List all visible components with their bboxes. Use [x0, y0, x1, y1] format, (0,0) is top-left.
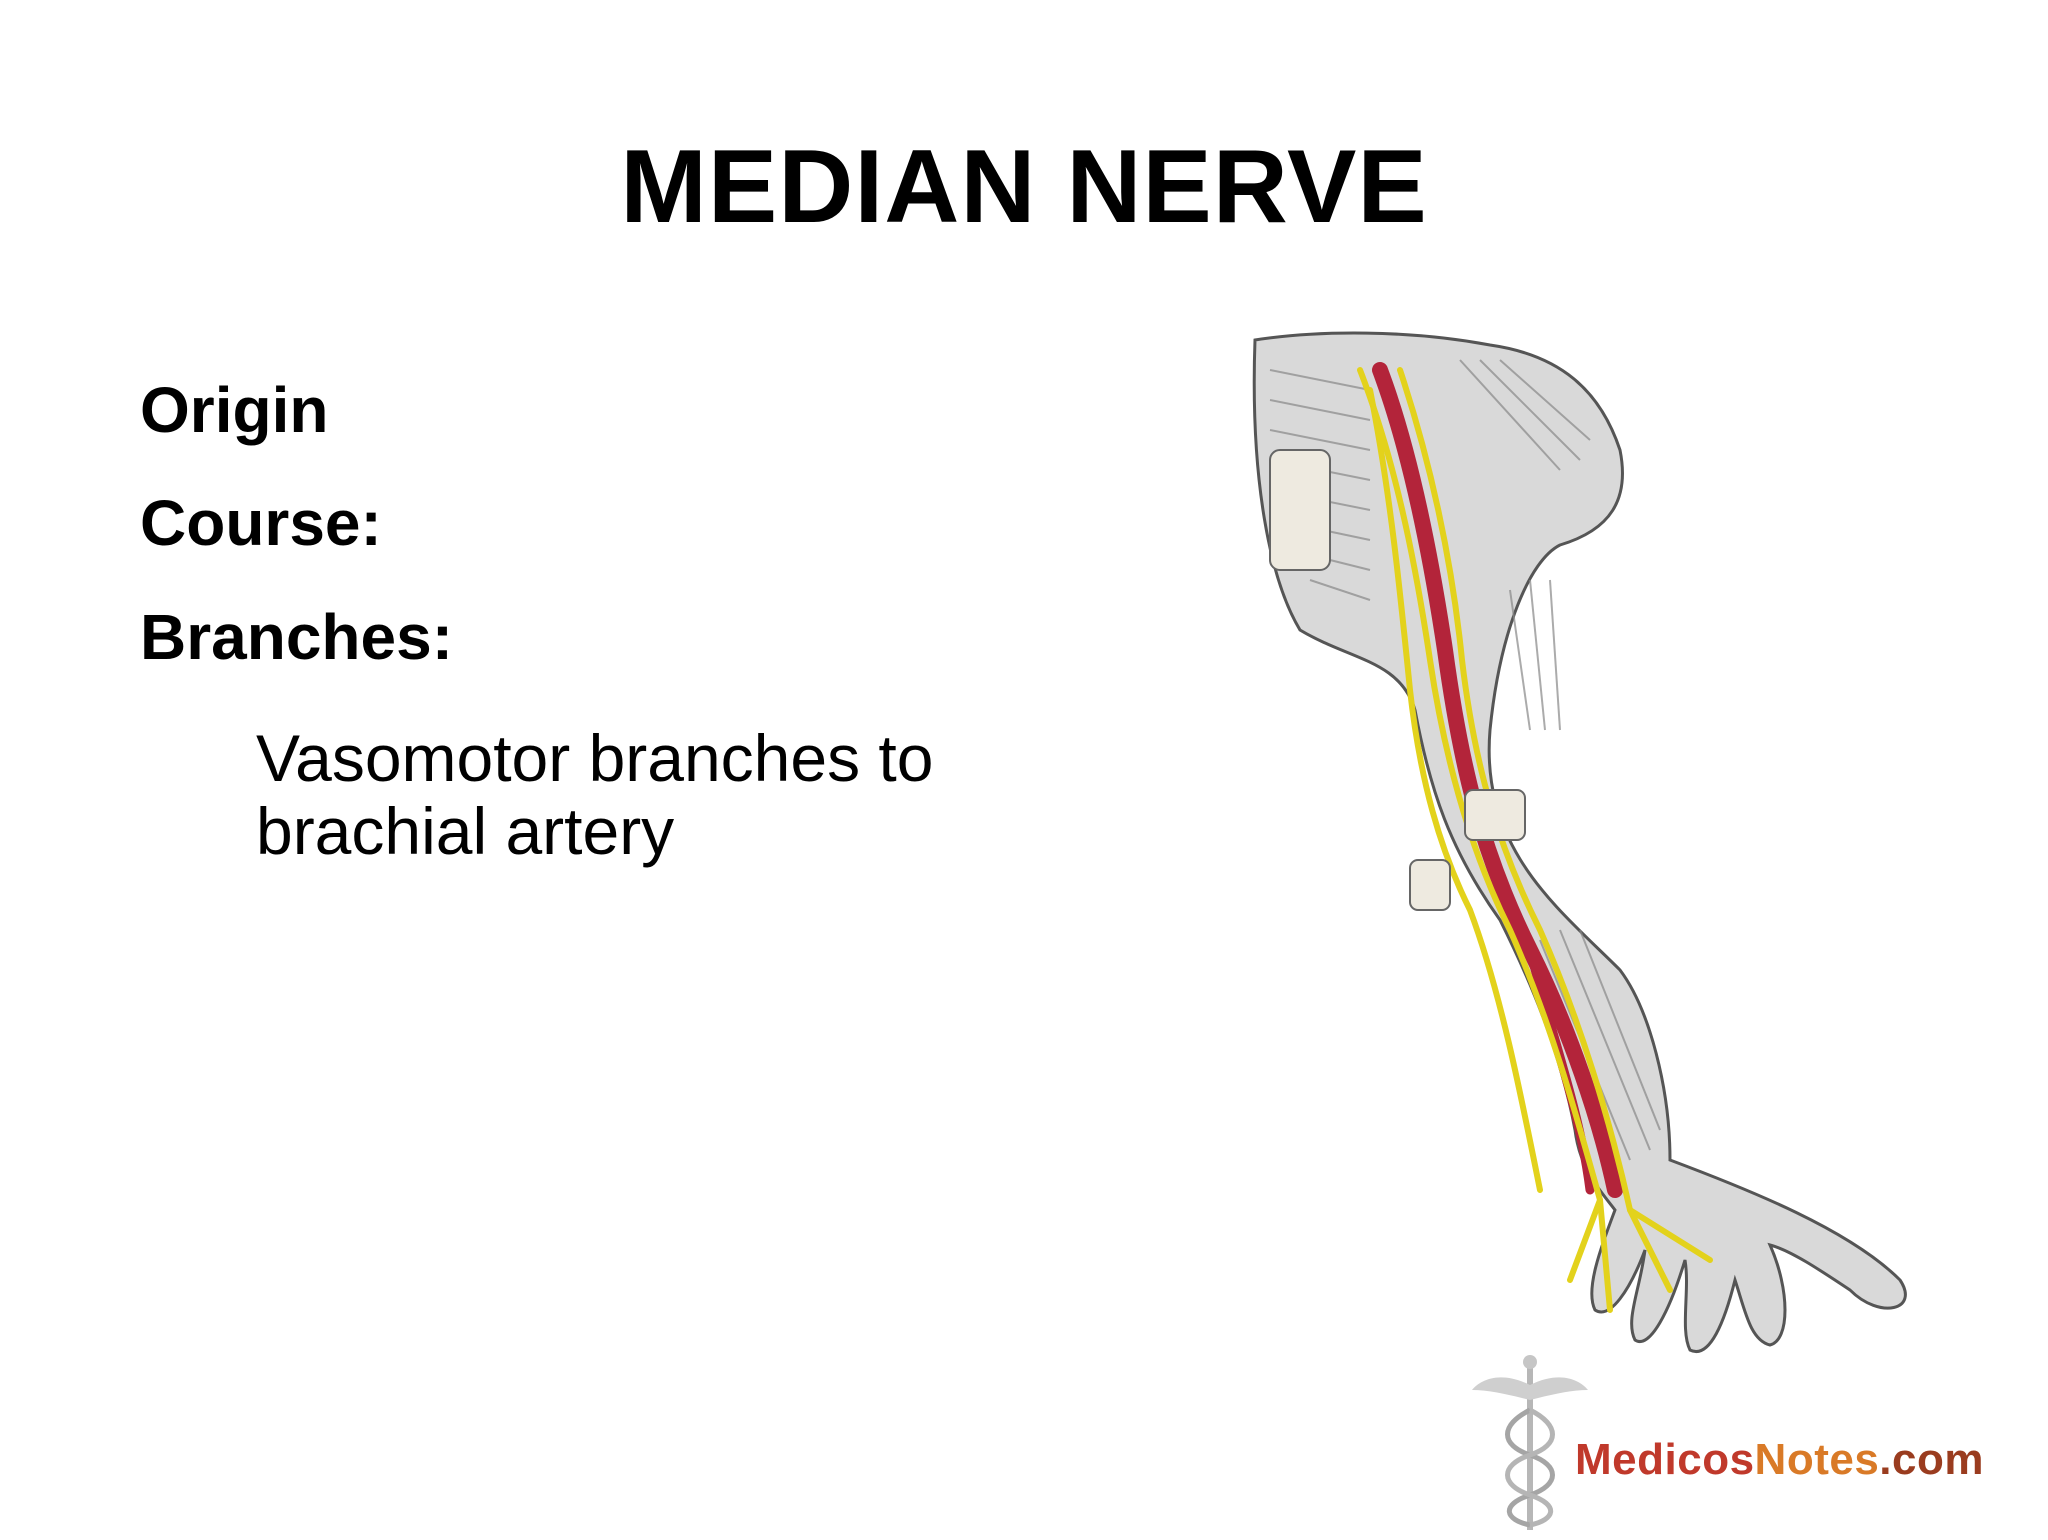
sub-bullet-vasomotor: Vasomotor branches to brachial artery [256, 721, 934, 868]
arm-anatomy-illustration [1230, 330, 1970, 1370]
logo-text-notes: Notes [1754, 1435, 1880, 1484]
caduceus-icon [1472, 1355, 1588, 1530]
logo-text: MedicosNotes.com [1575, 1435, 1984, 1485]
bullet-origin: Origin [140, 374, 329, 446]
bullet-branches: Branches: [140, 600, 453, 673]
arm-anatomy-svg [1252, 331, 1907, 1354]
medicosnotes-logo: MedicosNotes.com [1470, 1350, 2030, 1535]
logo-text-medicos: Medicos [1575, 1435, 1755, 1484]
bullet-list: Origin Course: Branches: [140, 375, 1140, 715]
logo-text-com: .com [1879, 1435, 1984, 1484]
slide-title: MEDIAN NERVE [620, 129, 1428, 245]
bullet-course: Course: [140, 487, 382, 560]
